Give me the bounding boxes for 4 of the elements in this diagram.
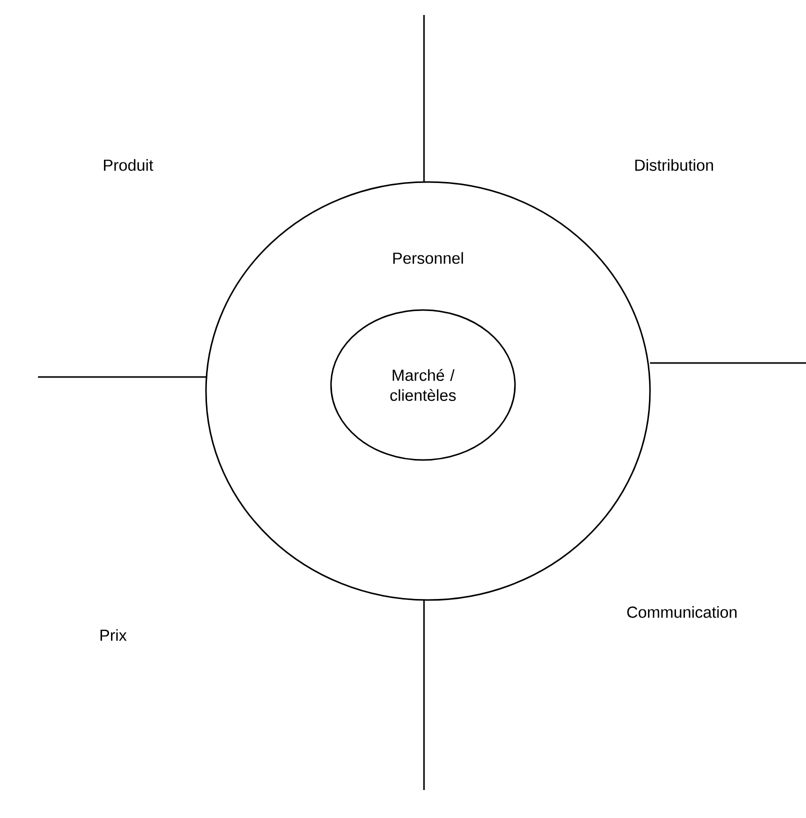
quadrant-label: Communication <box>627 606 737 618</box>
quadrant-label: Distribution <box>635 159 713 171</box>
quadrant-label: Prix <box>100 629 127 641</box>
quadrant-label: Produit <box>104 159 154 171</box>
